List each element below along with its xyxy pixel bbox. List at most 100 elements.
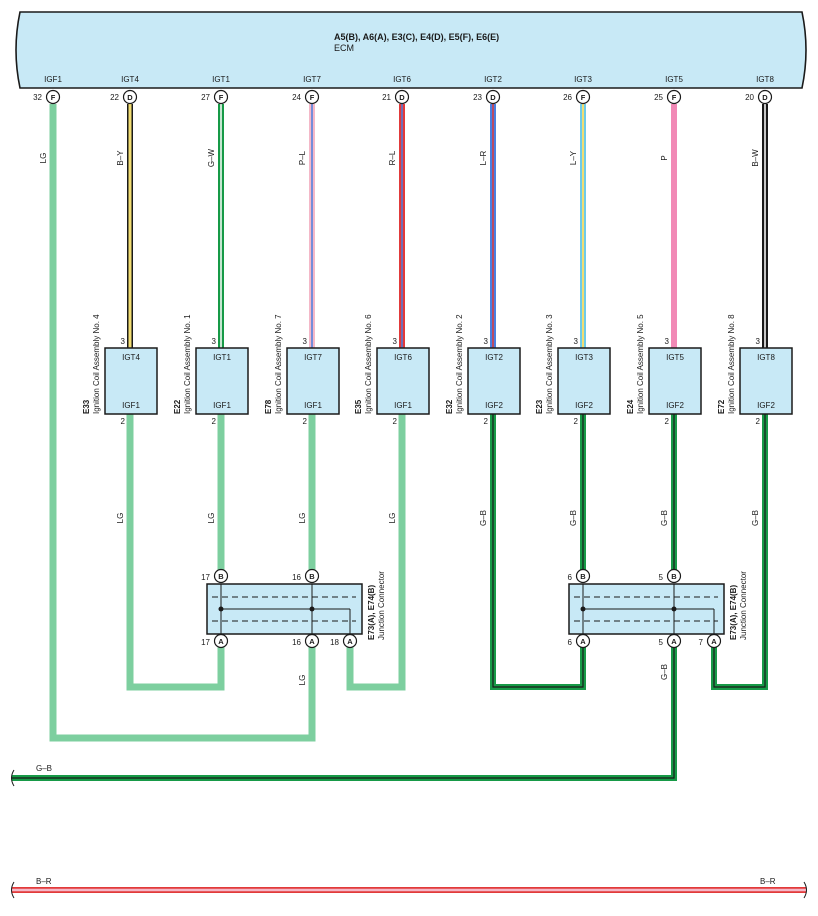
wire-label: LG [116, 513, 125, 524]
wire-label: LG [298, 513, 307, 524]
bus-label: G–B [36, 764, 52, 773]
ecm-pin-signal: IGT6 [393, 75, 411, 84]
coil-name: Ignition Coil Assembly No. 5 [636, 314, 645, 414]
coil-top-pin: 3 [574, 337, 579, 346]
wire-gb-coil8 [711, 414, 768, 690]
ignition-coil: IGT1 IGF1 3 2 E22 Ignition Coil Assembly… [173, 314, 249, 426]
junction-pin: 5 [659, 638, 664, 647]
wire-lg-coil6 [346, 414, 406, 691]
junction-pin: 18 [330, 638, 339, 647]
ignition-coil: IGT5 IGF2 3 2 E24 Ignition Coil Assembly… [626, 314, 702, 426]
coil-bottom-pin: 2 [756, 417, 761, 426]
svg-text:A: A [347, 637, 353, 646]
top-wire-labels: LG B–Y G–W P–L R–L L–R L–Y P B–W [39, 148, 760, 167]
svg-text:A: A [711, 637, 717, 646]
ecm-pin-number: 27 [201, 93, 210, 102]
junction-pin: 5 [659, 573, 664, 582]
ecm-pin-number: 21 [382, 93, 391, 102]
coil-code: E23 [535, 399, 544, 414]
ignition-coil: IGT6 IGF1 3 2 E35 Ignition Coil Assembly… [354, 314, 430, 426]
ignition-coil: IGT8 IGF2 3 2 E72 Ignition Coil Assembly… [717, 314, 793, 426]
wire-label: P [660, 155, 669, 160]
connector-circle: A [342, 633, 358, 649]
wire-label: R–L [388, 150, 397, 165]
wire-label: L–R [479, 150, 488, 165]
connector-circle: F [304, 89, 320, 105]
wire-label: LG [39, 153, 48, 164]
coil-top-signal: IGT7 [304, 353, 322, 362]
junction-pin: 6 [568, 573, 573, 582]
svg-text:A: A [309, 637, 315, 646]
coil-bottom-signal: IGF1 [213, 401, 231, 410]
coil-top-signal: IGT1 [213, 353, 231, 362]
wire-label: L–Y [569, 150, 578, 165]
wire-label: G–B [660, 510, 669, 526]
coil-bottom-pin: 2 [665, 417, 670, 426]
wires [12, 104, 806, 893]
svg-text:D: D [762, 93, 768, 102]
coil-bottom-signal: IGF2 [485, 401, 503, 410]
coil-bottom-pin: 2 [393, 417, 398, 426]
coil-top-signal: IGT8 [757, 353, 775, 362]
ecm-pin-signal: IGT5 [665, 75, 683, 84]
coil-top-pin: 3 [212, 337, 217, 346]
ecm-pin-labels: IGF1 IGT4 IGT1 IGT7 IGT6 IGT2 IGT3 IGT5 … [33, 75, 774, 102]
bus-label: B–R [760, 877, 776, 886]
coil-top-pin: 3 [303, 337, 308, 346]
ecm-pin-signal: IGT7 [303, 75, 321, 84]
ecm-title: A5(B), A6(A), E3(C), E4(D), E5(F), E6(E) [334, 32, 499, 42]
wire-label: P–L [298, 150, 307, 165]
ignition-coil: IGT7 IGF1 3 2 E78 Ignition Coil Assembly… [264, 314, 340, 426]
coil-code: E72 [717, 399, 726, 414]
coil-bottom-pin: 2 [212, 417, 217, 426]
wire-label: G–W [207, 148, 216, 167]
connector-circle: F [213, 89, 229, 105]
svg-text:F: F [672, 93, 677, 102]
wire-label: B–Y [116, 150, 125, 166]
junction-pin: 7 [699, 638, 704, 647]
ecm-pin-number: 25 [654, 93, 663, 102]
svg-text:B: B [671, 572, 677, 581]
svg-text:F: F [219, 93, 224, 102]
coil-name: Ignition Coil Assembly No. 8 [727, 314, 736, 414]
coil-bottom-pin: 2 [574, 417, 579, 426]
junction-pin: 17 [201, 638, 210, 647]
coil-name: Ignition Coil Assembly No. 4 [92, 314, 101, 414]
connector-circle: D [122, 89, 138, 105]
ecm-pin-number: 23 [473, 93, 482, 102]
ecm-box [15, 11, 807, 89]
connector-circle: A [304, 633, 320, 649]
coil-top-signal: IGT2 [485, 353, 503, 362]
connector-circle: D [757, 89, 773, 105]
coil-bottom-signal: IGF2 [575, 401, 593, 410]
coil-code: E32 [445, 399, 454, 414]
ecm-pin-signal: IGF1 [44, 75, 62, 84]
lower-wire-labels: LG LG LG LG G–B G–B G–B G–B LG G–B [116, 510, 760, 685]
coil-top-pin: 3 [484, 337, 489, 346]
coil-code: E78 [264, 399, 273, 414]
coil-code: E35 [354, 399, 363, 414]
coil-top-pin: 3 [393, 337, 398, 346]
svg-text:B: B [309, 572, 315, 581]
junction-pin: 16 [292, 638, 301, 647]
junction-pin: 6 [568, 638, 573, 647]
junction-connector-right: E73(A), E74(B) Junction Connector [568, 571, 748, 640]
coil-name: Ignition Coil Assembly No. 3 [545, 314, 554, 414]
svg-text:D: D [490, 93, 496, 102]
wire-label: LG [298, 675, 307, 686]
coil-top-pin: 3 [665, 337, 670, 346]
coil-code: E22 [173, 399, 182, 414]
bus-label: B–R [36, 877, 52, 886]
bus-break-marks [11, 769, 807, 899]
wire-lg-coil4 [126, 414, 225, 691]
coil-code: E33 [82, 399, 91, 414]
ecm-pin-number: 22 [110, 93, 119, 102]
coil-top-pin: 3 [121, 337, 126, 346]
connector-circle: B [666, 568, 682, 584]
coil-bottom-signal: IGF2 [757, 401, 775, 410]
connector-circle: D [394, 89, 410, 105]
svg-text:A: A [580, 637, 586, 646]
connector-circle: F [575, 89, 591, 105]
coil-name: Ignition Coil Assembly No. 7 [274, 314, 283, 414]
wire-gb-coil2 [490, 414, 586, 690]
